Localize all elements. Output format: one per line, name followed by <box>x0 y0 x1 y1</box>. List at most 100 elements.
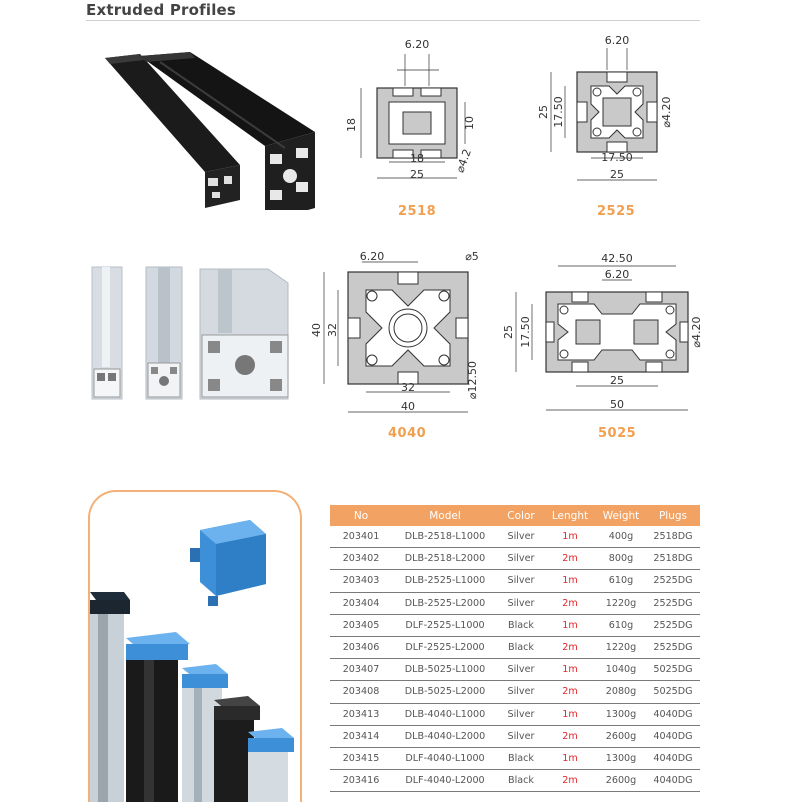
cell-model: DLB-2525-L1000 <box>392 569 498 593</box>
cell-plugs: 2525DG <box>646 592 700 615</box>
cell-weight: 1220g <box>596 636 646 660</box>
col-no: No <box>330 505 392 526</box>
cell-no: 203415 <box>330 747 392 771</box>
cell-weight: 2080g <box>596 680 646 704</box>
cell-color: Black <box>498 747 544 771</box>
col-color: Color <box>498 505 544 526</box>
cell-model: DLF-2525-L1000 <box>392 614 498 637</box>
cell-plugs: 2525DG <box>646 614 700 637</box>
profile-4040-drawing: 6.20 ⌀5 40 32 ⌀12.50 32 40 <box>310 250 479 413</box>
dim-2525-bottom-inner: 17.50 <box>601 151 633 164</box>
silver-profiles-photo <box>91 266 289 400</box>
dim-2518-bottom-inner: 18 <box>410 152 424 165</box>
cell-color: Silver <box>498 592 544 615</box>
cell-weight: 400g <box>596 526 646 549</box>
dim-2518-slot: 6.20 <box>405 38 430 51</box>
cell-model: DLF-4040-L1000 <box>392 747 498 771</box>
cell-no: 203414 <box>330 725 392 748</box>
dim-4040-hole-top: ⌀5 <box>465 250 479 263</box>
profile-4040-label: 4040 <box>388 426 427 441</box>
cell-length: 1m <box>544 614 596 637</box>
title-divider <box>86 20 700 21</box>
cell-plugs: 2518DG <box>646 526 700 549</box>
dim-2525-width: 25 <box>610 168 624 181</box>
cell-length: 2m <box>544 636 596 660</box>
cell-weight: 610g <box>596 614 646 637</box>
cell-weight: 2600g <box>596 769 646 793</box>
cell-no: 203406 <box>330 636 392 660</box>
profile-5025-drawing: 42.50 6.20 25 17.50 ⌀4.20 25 50 <box>502 252 703 411</box>
dim-2525-inner: 17.50 <box>552 96 565 128</box>
cell-plugs: 2525DG <box>646 569 700 593</box>
cell-length: 1m <box>544 747 596 771</box>
dim-5025-outer: 25 <box>502 325 515 339</box>
dim-4040-hole: ⌀12.50 <box>466 361 479 399</box>
cell-length: 1m <box>544 569 596 593</box>
cell-model: DLF-4040-L2000 <box>392 769 498 793</box>
dim-2518-width: 25 <box>410 168 424 181</box>
dim-5025-slot: 6.20 <box>605 268 630 281</box>
end-caps-photo <box>90 520 294 802</box>
cell-plugs: 4040DG <box>646 747 700 771</box>
cell-plugs: 4040DG <box>646 703 700 726</box>
spec-table-header: No Model Color Lenght Weight Plugs <box>330 505 700 526</box>
profile-5025-label: 5025 <box>598 426 637 441</box>
col-weight: Weight <box>596 505 646 526</box>
cell-no: 203405 <box>330 614 392 637</box>
black-profiles-photo <box>105 52 315 210</box>
cell-model: DLB-2525-L2000 <box>392 592 498 615</box>
dim-5025-hole: ⌀4.20 <box>690 316 703 347</box>
cell-plugs: 5025DG <box>646 658 700 682</box>
cell-color: Black <box>498 614 544 637</box>
dim-2518-height: 18 <box>345 118 358 132</box>
cell-no: 203407 <box>330 658 392 682</box>
cell-no: 203401 <box>330 526 392 549</box>
dim-2525-slot: 6.20 <box>605 34 630 47</box>
cell-no: 203413 <box>330 703 392 726</box>
cell-weight: 610g <box>596 569 646 593</box>
cell-plugs: 4040DG <box>646 725 700 748</box>
cell-color: Silver <box>498 569 544 593</box>
cell-model: DLB-2518-L2000 <box>392 547 498 571</box>
cell-color: Silver <box>498 725 544 748</box>
spec-table: No Model Color Lenght Weight Plugs 20340… <box>330 505 700 793</box>
cell-model: DLF-2525-L2000 <box>392 636 498 660</box>
cell-weight: 800g <box>596 547 646 571</box>
cell-length: 2m <box>544 769 596 793</box>
dim-4040-width: 40 <box>401 400 415 413</box>
dim-4040-slot: 6.20 <box>360 250 385 263</box>
cell-color: Black <box>498 769 544 793</box>
profile-2518-label: 2518 <box>398 204 437 219</box>
cell-color: Black <box>498 636 544 660</box>
cell-length: 1m <box>544 703 596 726</box>
cell-length: 2m <box>544 592 596 615</box>
cell-weight: 2600g <box>596 725 646 748</box>
col-plugs: Plugs <box>646 505 700 526</box>
cell-no: 203404 <box>330 592 392 615</box>
dim-4040-inner: 32 <box>326 323 339 337</box>
cell-plugs: 2518DG <box>646 547 700 571</box>
cell-plugs: 4040DG <box>646 769 700 793</box>
cell-color: Silver <box>498 703 544 726</box>
cell-weight: 1300g <box>596 703 646 726</box>
cell-weight: 1300g <box>596 747 646 771</box>
cell-no: 203408 <box>330 680 392 704</box>
profile-2518-drawing: 6.20 18 10 18 25 ⌀4.2 <box>345 38 476 181</box>
cell-model: DLB-2518-L1000 <box>392 526 498 549</box>
cell-color: Silver <box>498 680 544 704</box>
dim-2525-outer: 25 <box>537 105 550 119</box>
col-model: Model <box>392 505 498 526</box>
dim-2518-inner: 10 <box>463 116 476 130</box>
cell-length: 2m <box>544 547 596 571</box>
